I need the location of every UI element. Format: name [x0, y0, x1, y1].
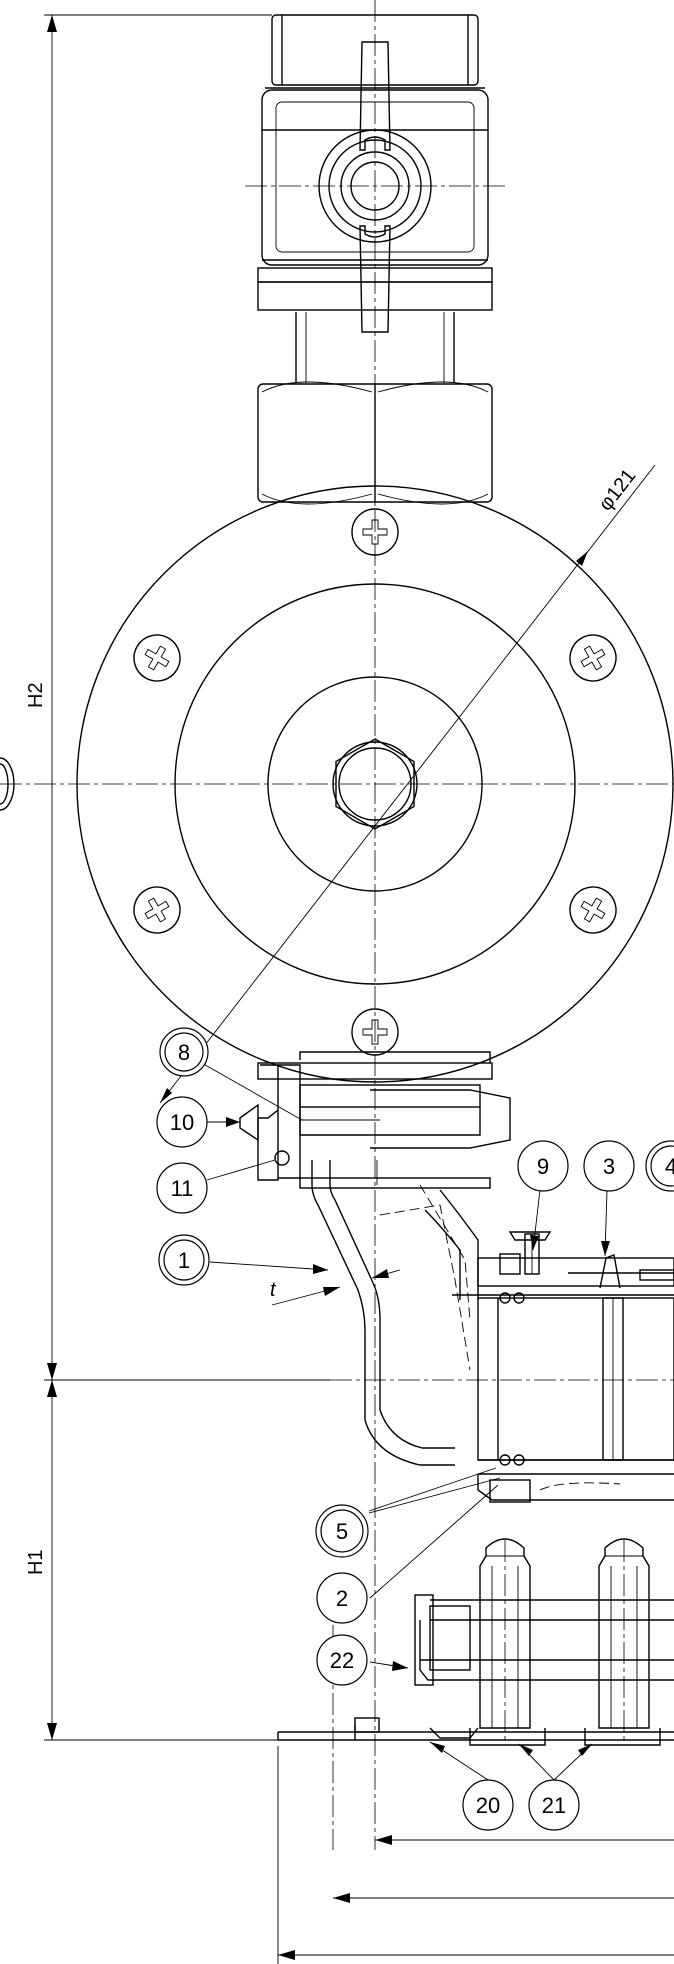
- svg-text:20: 20: [476, 1793, 500, 1818]
- width-dimensions: [277, 1746, 674, 1964]
- bracket: [239, 1051, 511, 1189]
- flange-screws: [133, 508, 617, 1056]
- balloon-22: 22: [316, 1634, 368, 1686]
- flange: [76, 485, 674, 1083]
- svg-text:9: 9: [537, 1154, 549, 1179]
- h2-dimension-label: H2: [25, 682, 47, 708]
- top-ball-valve: [257, 14, 493, 333]
- balloon-21: 21: [528, 1779, 580, 1831]
- balloon-8: 8: [159, 1027, 209, 1077]
- base-flange: [277, 1482, 674, 1746]
- svg-text:4: 4: [665, 1154, 674, 1179]
- svg-text:21: 21: [542, 1793, 566, 1818]
- balloon-1: 1: [158, 1234, 210, 1286]
- neck-and-hex-nut: [257, 312, 493, 505]
- balloon-5: 5: [315, 1504, 369, 1558]
- balloon-4: 4: [645, 1140, 674, 1192]
- height-dimensions: H2 H1: [25, 14, 330, 1741]
- balloon-10: 10: [156, 1096, 208, 1148]
- balloon-11: 11: [156, 1162, 208, 1214]
- thickness-dimension: t: [270, 1269, 401, 1306]
- svg-text:2: 2: [336, 1586, 348, 1611]
- diameter-label: φ121: [595, 465, 641, 515]
- leader-lines: [199, 1061, 610, 1781]
- outlet-body: [424, 1189, 674, 1503]
- svg-text:3: 3: [603, 1154, 615, 1179]
- riser-pipe: [311, 1160, 471, 1466]
- partial-circle-left-edge: [0, 757, 15, 811]
- balloon-3: 3: [583, 1140, 635, 1192]
- svg-text:5: 5: [336, 1519, 348, 1544]
- svg-text:1: 1: [178, 1248, 190, 1273]
- svg-text:8: 8: [178, 1040, 190, 1065]
- thickness-label: t: [270, 1279, 277, 1301]
- svg-text:11: 11: [171, 1176, 194, 1201]
- h1-dimension-label: H1: [25, 1549, 47, 1575]
- svg-text:10: 10: [170, 1110, 194, 1135]
- svg-text:22: 22: [330, 1648, 354, 1673]
- balloon-9: 9: [517, 1140, 569, 1192]
- center-lines: [0, 0, 674, 1850]
- balloon-20: 20: [462, 1779, 514, 1831]
- balloon-2: 2: [316, 1572, 368, 1624]
